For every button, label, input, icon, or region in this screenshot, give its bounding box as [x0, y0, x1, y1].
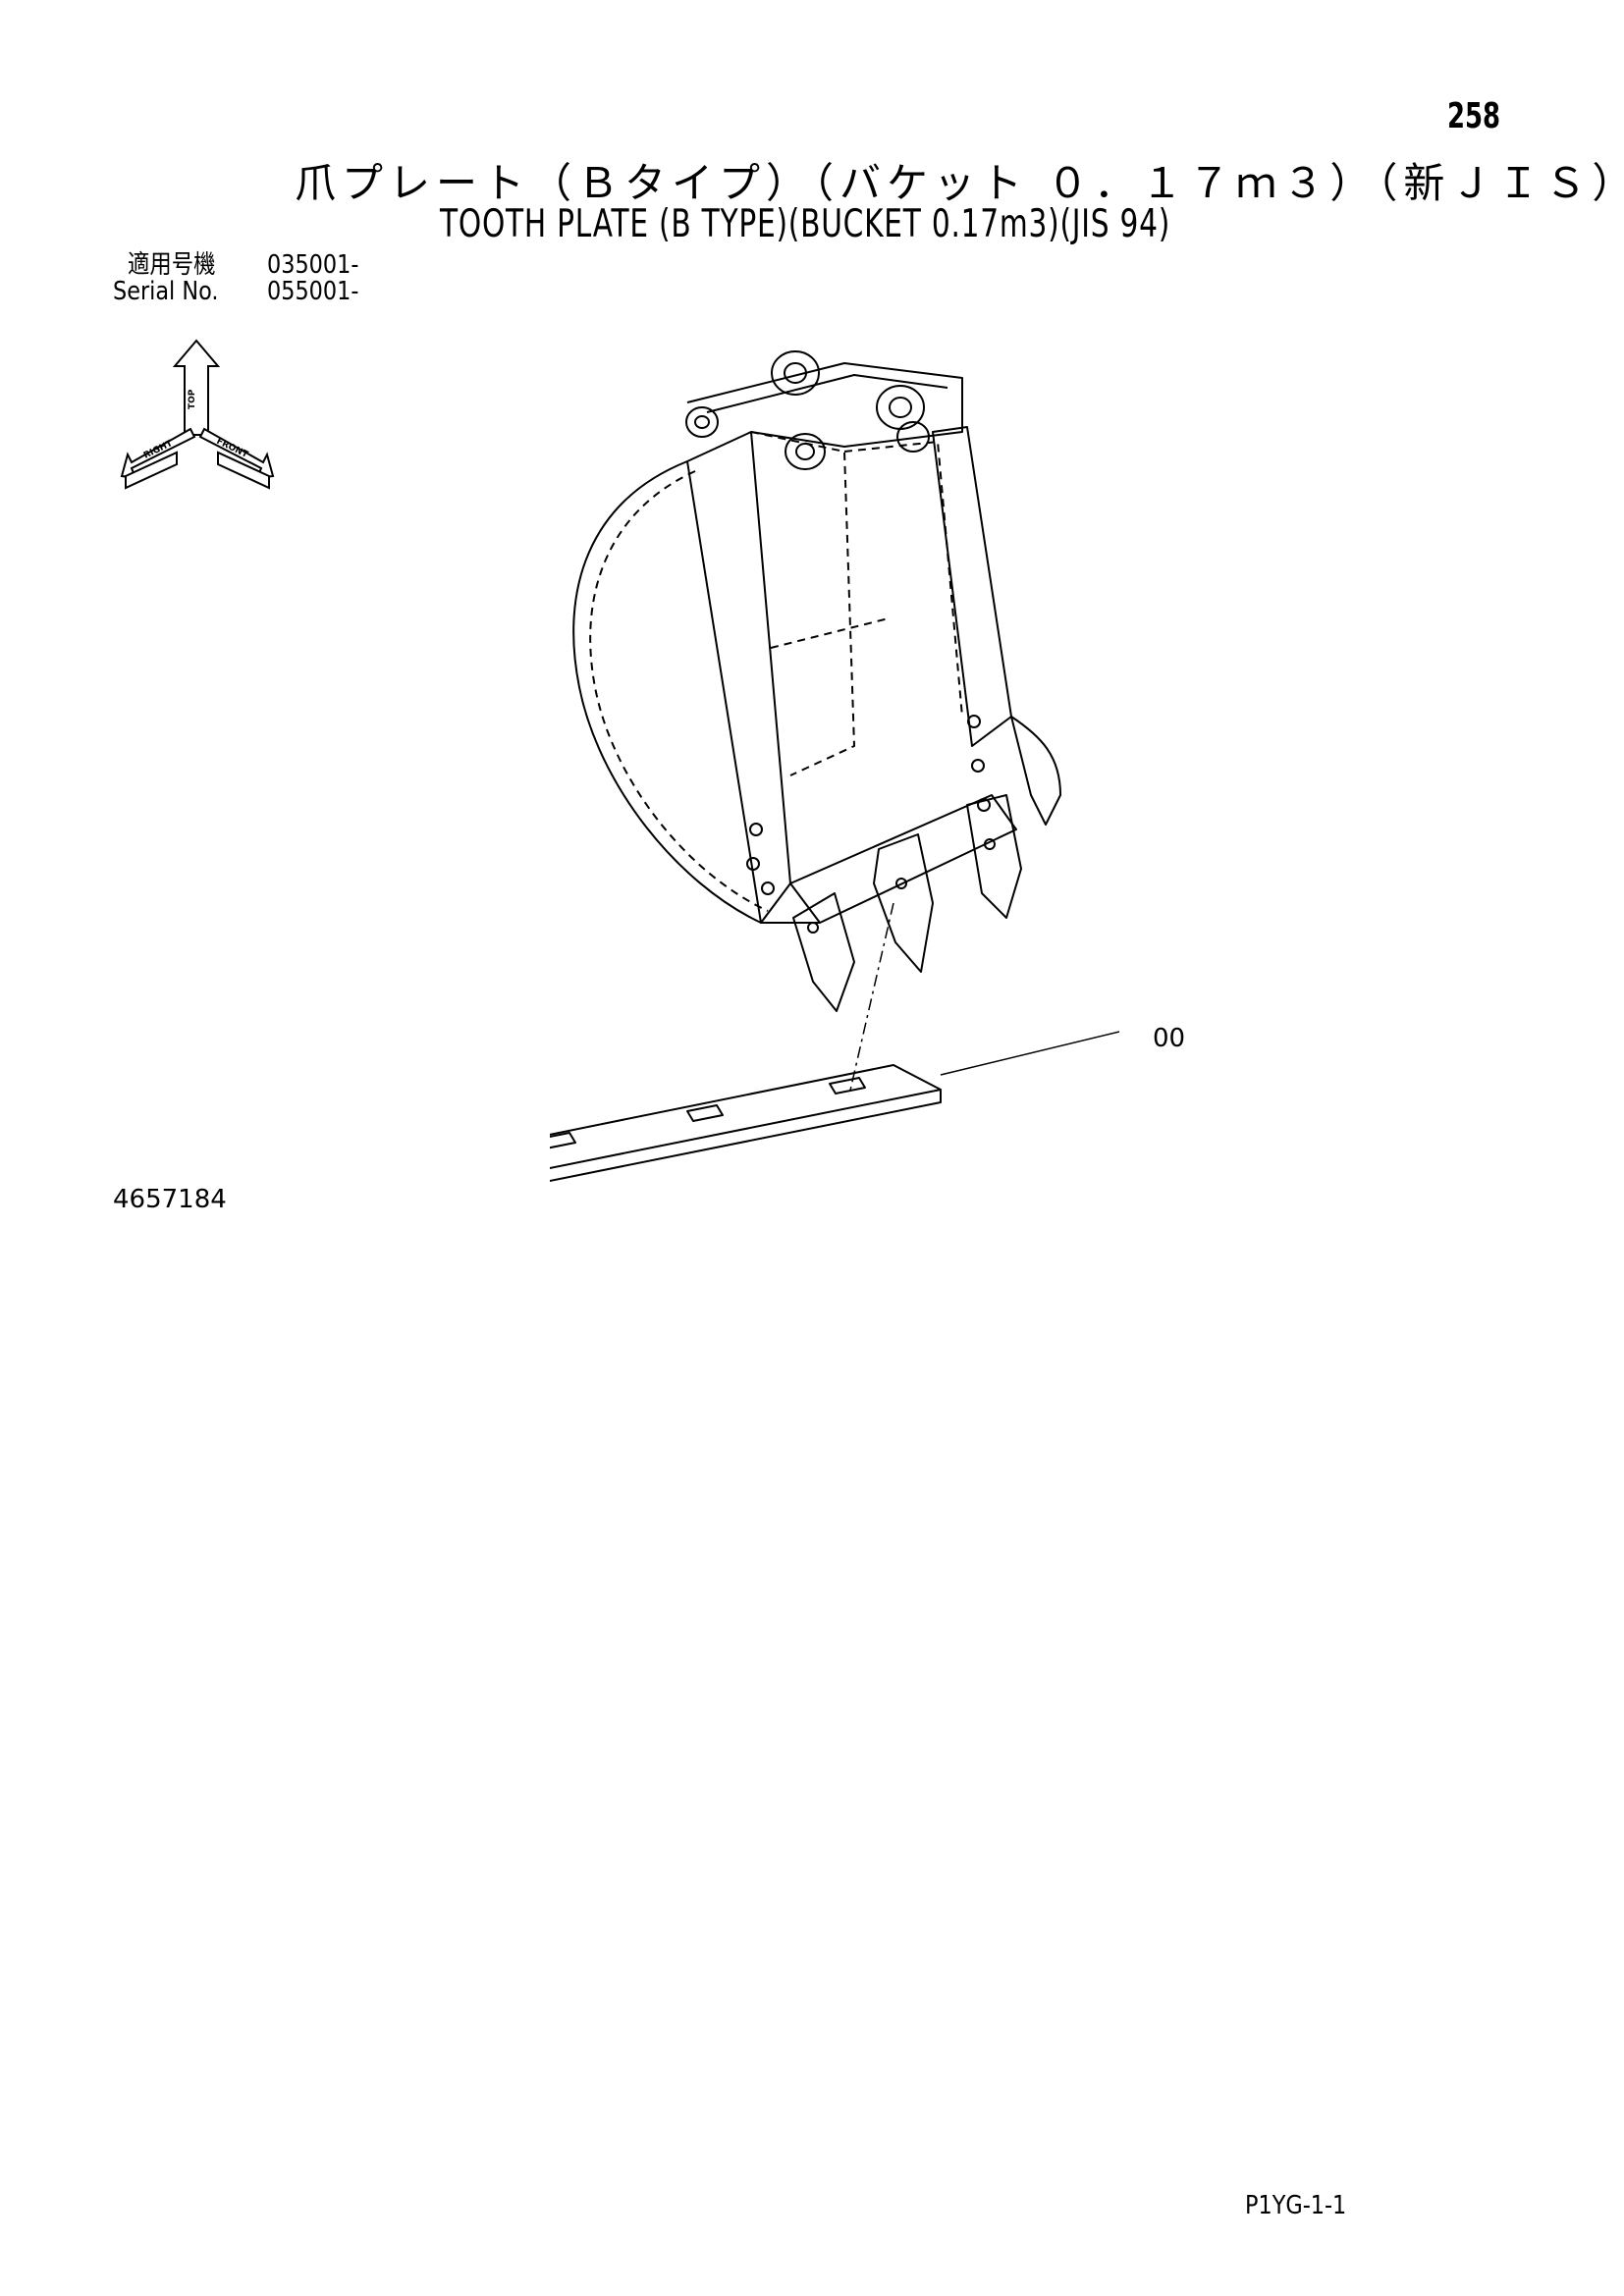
- orientation-label-top: TOP: [188, 389, 197, 409]
- serial-label-japanese: 適用号機: [128, 250, 216, 280]
- page-number: 258: [1447, 96, 1501, 136]
- serial-value-japanese: 035001-: [267, 250, 359, 280]
- orientation-icon: TOP RIGHT FRONT: [120, 339, 275, 490]
- serial-label-english: Serial No.: [113, 277, 219, 306]
- page-title-english: TOOTH PLATE (B TYPE)(BUCKET 0.17m3)(JIS …: [440, 202, 1171, 246]
- bucket-drawing: [550, 350, 1119, 1182]
- page-code: P1YG-1-1: [1245, 2191, 1347, 2220]
- part-callout-00: 00: [1153, 1024, 1186, 1053]
- page-title-japanese: 爪プレート（Ｂタイプ）（バケット ０．１７ｍ３）（新ＪＩＳ）: [295, 159, 1624, 207]
- serial-value-english: 055001-: [267, 277, 359, 306]
- diagram-number: 4657184: [113, 1185, 227, 1214]
